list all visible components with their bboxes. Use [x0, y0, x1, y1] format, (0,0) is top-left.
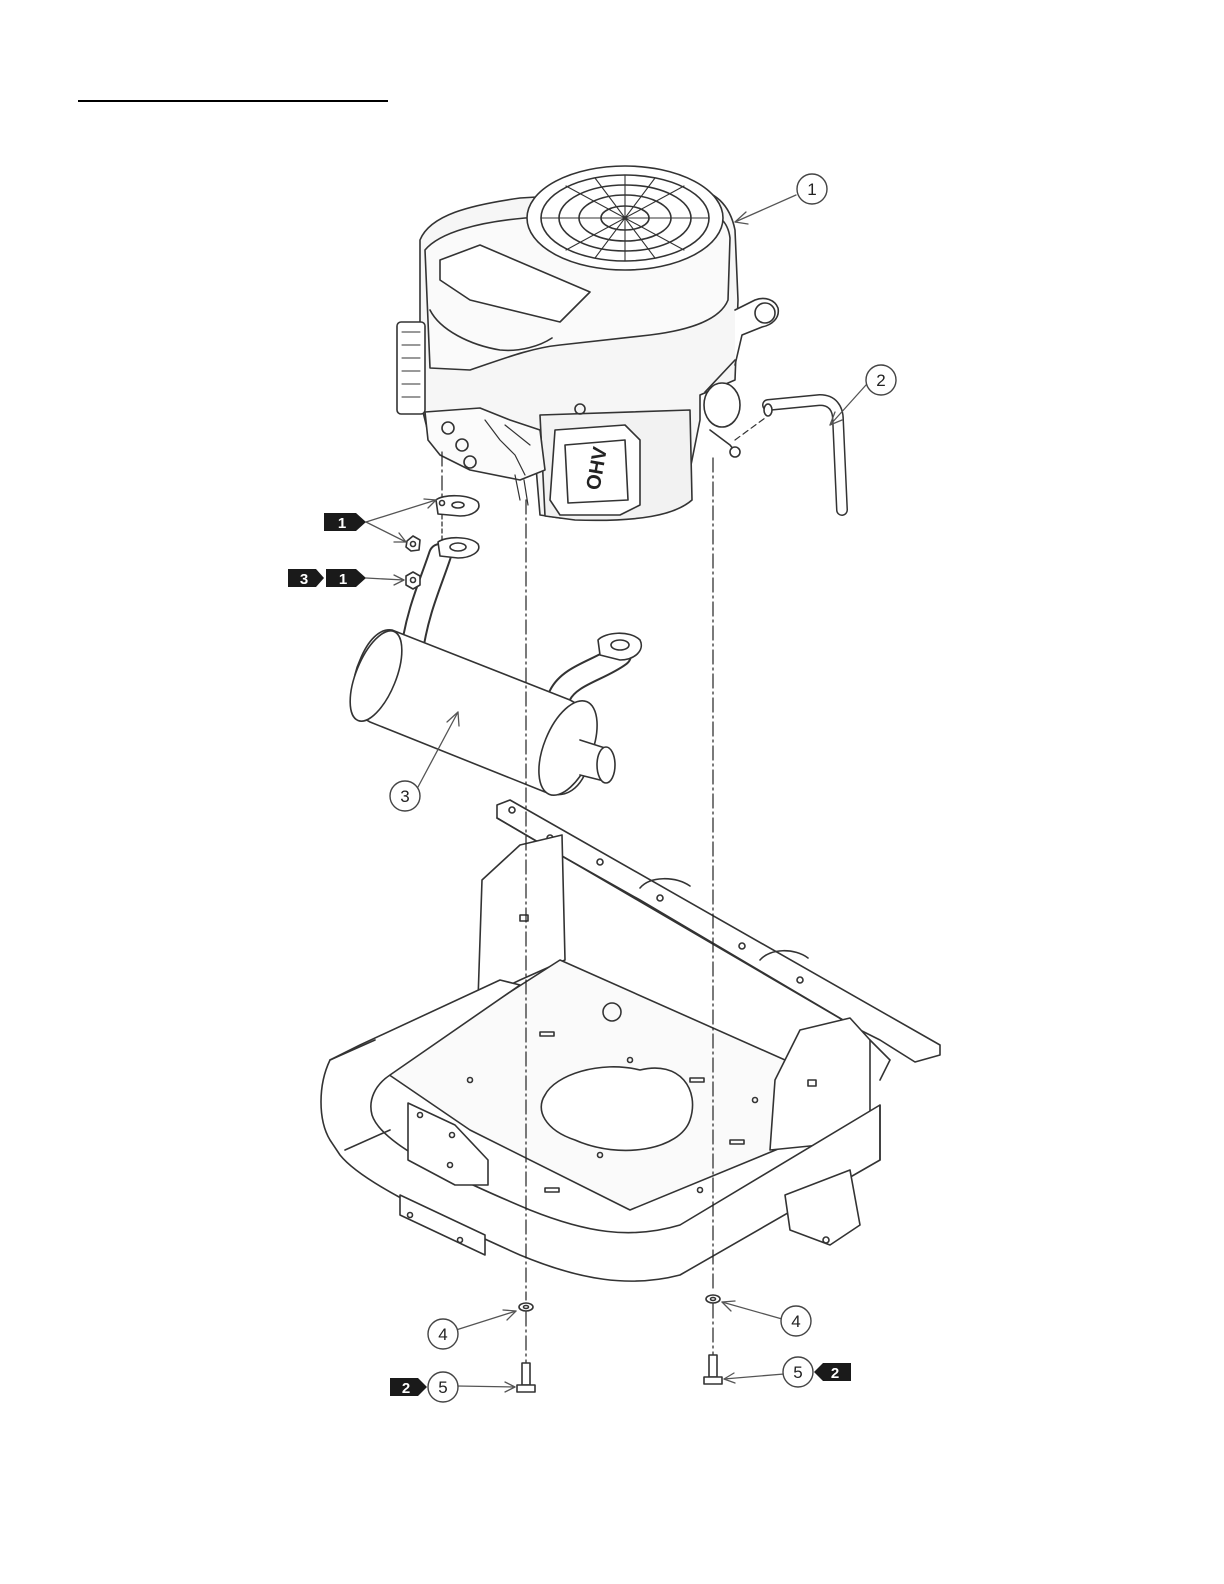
callout-bolt-right: 5: [793, 1363, 802, 1382]
callout-washer-left: 4: [438, 1325, 447, 1344]
callout-muffler: 3: [400, 787, 409, 806]
washer-right: [706, 1295, 720, 1303]
callout-fuel-line: 2: [876, 371, 885, 390]
callout-washer-right: 4: [791, 1312, 800, 1331]
badge-bolt-right-note-text: 2: [831, 1365, 839, 1382]
badge-nut-note-b-text: 1: [339, 571, 347, 588]
exhaust-gasket: [436, 496, 479, 516]
badge-nut-note-a-text: 3: [300, 571, 308, 588]
washer-left: [519, 1303, 533, 1311]
engine-assembly: OHV: [397, 166, 778, 520]
hex-nut: [406, 572, 420, 589]
bolt-right: [704, 1355, 722, 1384]
badge-bolt-left-note-text: 2: [402, 1380, 410, 1397]
lock-washer: [406, 536, 420, 551]
callout-bolt-left: 5: [438, 1378, 447, 1397]
muffler: [339, 538, 641, 804]
badge-gasket-note-text: 1: [338, 515, 346, 532]
frame-engine-deck: [321, 800, 940, 1281]
callout-engine: 1: [807, 180, 816, 199]
fuel-line: [735, 400, 842, 510]
bolt-left: [517, 1363, 535, 1392]
